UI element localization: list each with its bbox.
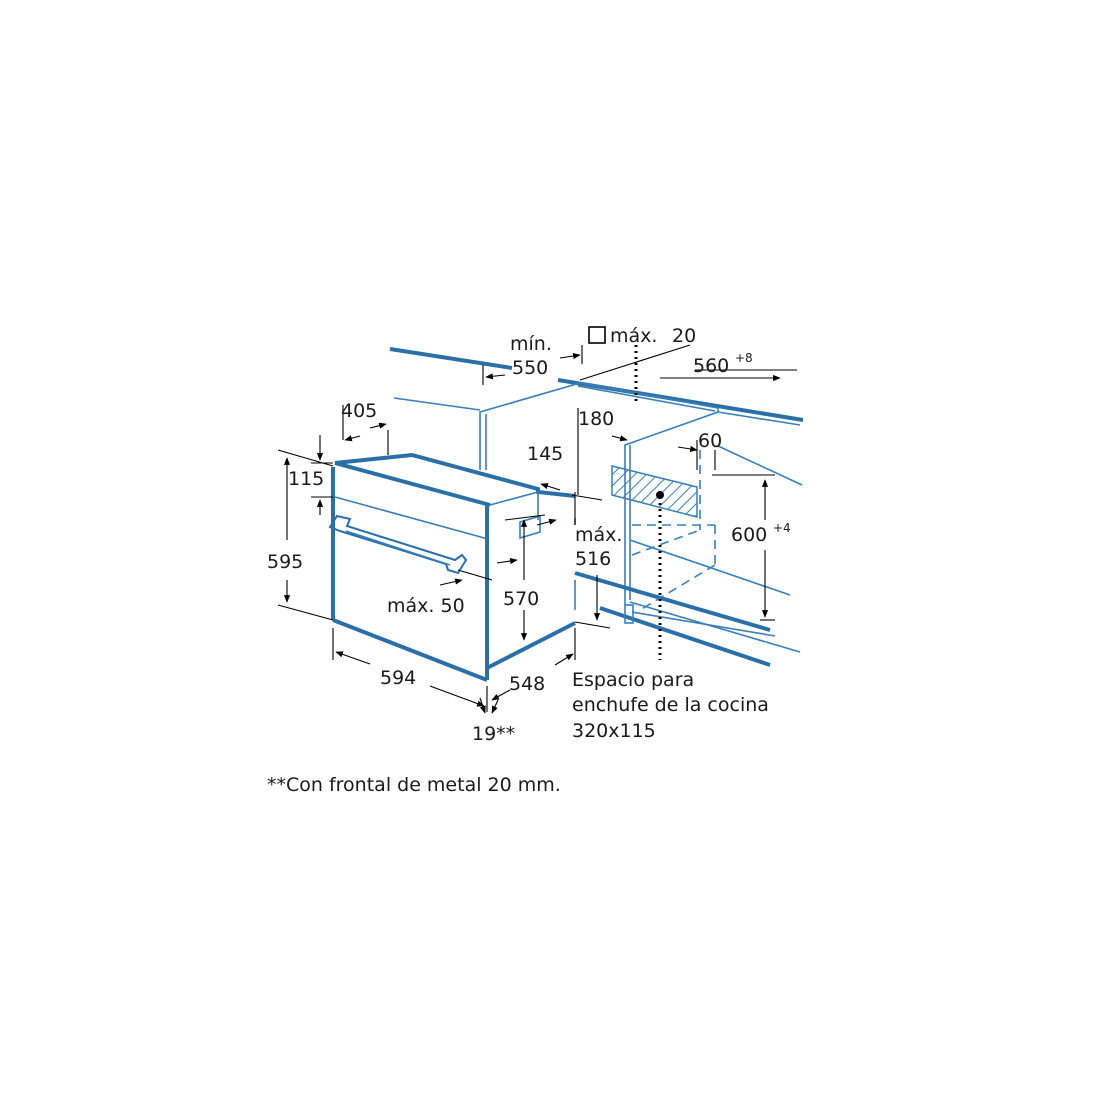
label-max-50: máx. 50 xyxy=(387,595,465,617)
label-600-tolerance: +4 xyxy=(773,521,791,535)
dimension-labels: mín. 550 máx. 20 560 +8 405 180 60 145 1… xyxy=(267,325,791,745)
label-180: 180 xyxy=(578,408,614,430)
cabinet-structure xyxy=(389,347,804,667)
label-max-top: máx. xyxy=(610,325,657,347)
label-20: 20 xyxy=(672,325,696,347)
dimension-lines xyxy=(277,344,797,714)
socket-point-icon xyxy=(656,491,664,499)
floor-line xyxy=(629,601,801,653)
label-max-516: máx. xyxy=(575,524,622,546)
oven-handle xyxy=(328,514,468,575)
socket-note: Espacio para enchufe de la cocina 320x11… xyxy=(572,669,769,742)
right-cabinet-rear xyxy=(717,411,801,426)
oven-side-top xyxy=(489,491,539,506)
label-595: 595 xyxy=(267,551,303,573)
socket-note-line2: enchufe de la cocina xyxy=(572,694,769,716)
oven-front-bottom xyxy=(332,618,488,682)
right-cabinet-front xyxy=(624,408,719,605)
oven-side-bottom xyxy=(486,621,576,670)
label-560: 560 xyxy=(693,355,729,377)
oven xyxy=(328,452,576,682)
label-548: 548 xyxy=(509,673,545,695)
cabinet-top-inner xyxy=(577,385,716,412)
socket-note-line3: 320x115 xyxy=(572,720,656,742)
label-405: 405 xyxy=(341,400,377,422)
label-115: 115 xyxy=(288,468,324,490)
footnote: **Con frontal de metal 20 mm. xyxy=(267,774,561,796)
back-wall-line-upper xyxy=(717,445,803,486)
left-countertop-edge xyxy=(389,347,513,370)
socket-recess xyxy=(611,450,716,611)
label-145: 145 xyxy=(527,443,563,465)
label-60: 60 xyxy=(698,430,722,452)
label-570: 570 xyxy=(503,588,539,610)
label-594: 594 xyxy=(380,667,416,689)
oven-top-front xyxy=(334,461,491,507)
control-panel-line xyxy=(334,496,489,540)
plinth-inner xyxy=(631,611,776,637)
oven-side-bracket xyxy=(519,514,541,540)
label-19: 19** xyxy=(472,723,515,745)
bottom-shelf-edge xyxy=(574,571,771,632)
cabinet-top-outline xyxy=(479,382,719,470)
label-516: 516 xyxy=(575,548,611,570)
label-600: 600 xyxy=(731,524,767,546)
square-symbol-icon xyxy=(588,326,606,344)
plinth-edge xyxy=(599,606,771,667)
label-560-tolerance: +8 xyxy=(735,351,753,365)
socket-note-line1: Espacio para xyxy=(572,669,694,691)
oven-top-back xyxy=(334,452,576,498)
label-min: mín. xyxy=(510,333,552,355)
label-550: 550 xyxy=(512,357,548,379)
socket-area-hatch xyxy=(611,465,698,518)
upper-cabinet-left-line xyxy=(393,397,481,411)
plinth-foot xyxy=(624,604,634,624)
